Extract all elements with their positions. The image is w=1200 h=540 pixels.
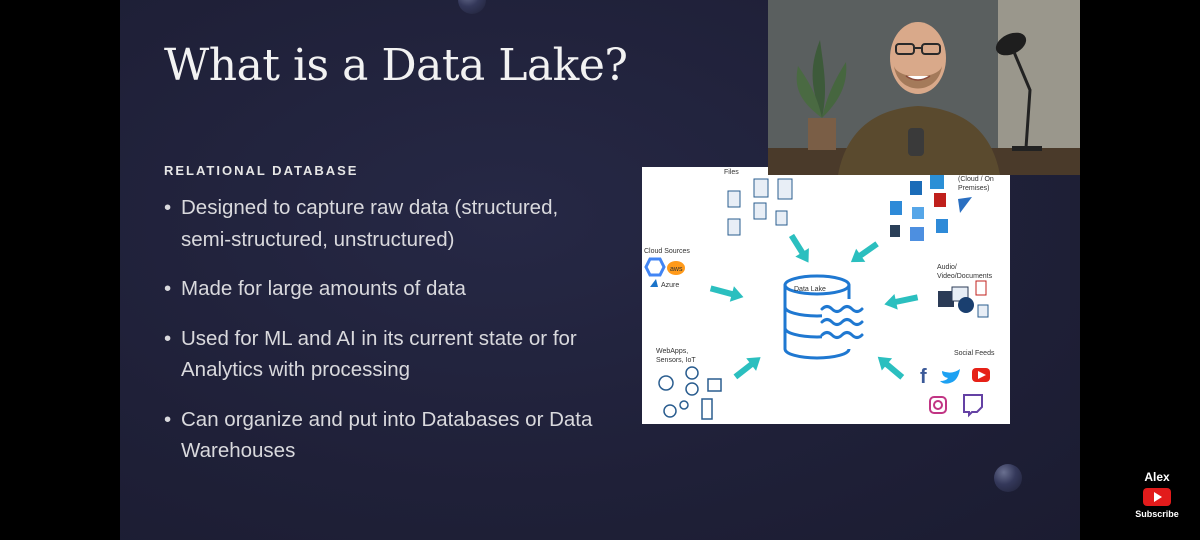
azure-label: Azure xyxy=(661,282,679,289)
cloud-provider-icon xyxy=(644,257,685,277)
audio-label-line1: Audio/ xyxy=(937,264,957,271)
bullet-item: Used for ML and AI in its current state … xyxy=(164,323,604,386)
files-label: Files xyxy=(724,169,739,176)
social-feeds-label: Social Feeds xyxy=(954,350,995,357)
webapps-label-line1: WebApps, xyxy=(656,348,688,355)
webapps-label-line2: Sensors, IoT xyxy=(656,357,696,364)
section-label: RELATIONAL DATABASE xyxy=(164,163,359,178)
arrow-icon xyxy=(709,233,919,380)
device-icon xyxy=(658,366,722,420)
slide-title: What is a Data Lake? xyxy=(164,40,628,91)
bullet-list: Designed to capture raw data (structured… xyxy=(164,192,604,485)
databases-label-line1: (Cloud / On xyxy=(958,176,994,183)
cloud-sources-label: Cloud Sources xyxy=(644,248,690,255)
svg-text:f: f xyxy=(920,366,927,388)
decorative-orb xyxy=(458,0,486,14)
youtube-play-icon[interactable] xyxy=(1143,488,1171,506)
databases-label-line2: Premises) xyxy=(958,185,990,192)
aws-label: aws xyxy=(670,266,683,273)
file-icon xyxy=(727,178,793,236)
wave-icon xyxy=(820,305,864,339)
media-icon xyxy=(938,280,989,318)
subscribe-button[interactable]: Subscribe xyxy=(1135,509,1179,519)
data-lake-diagram: Data Lake Files (Cloud / On Premises) xyxy=(642,167,1010,424)
lamp-icon xyxy=(995,32,1042,151)
bullet-item: Designed to capture raw data (structured… xyxy=(164,192,604,255)
presenter-icon xyxy=(838,22,1000,175)
channel-watermark[interactable]: Alex Subscribe xyxy=(1122,470,1192,519)
audio-label-line2: Video/Documents xyxy=(937,273,993,280)
channel-name: Alex xyxy=(1144,470,1170,484)
data-lake-label: Data Lake xyxy=(794,286,826,293)
bullet-item: Made for large amounts of data xyxy=(164,273,604,305)
database-icon xyxy=(890,175,972,241)
bullet-item: Can organize and put into Databases or D… xyxy=(164,404,604,467)
webcam-feed xyxy=(768,0,1080,175)
decorative-orb xyxy=(994,464,1022,492)
plant-icon xyxy=(796,40,847,150)
social-icon: f xyxy=(920,366,990,418)
